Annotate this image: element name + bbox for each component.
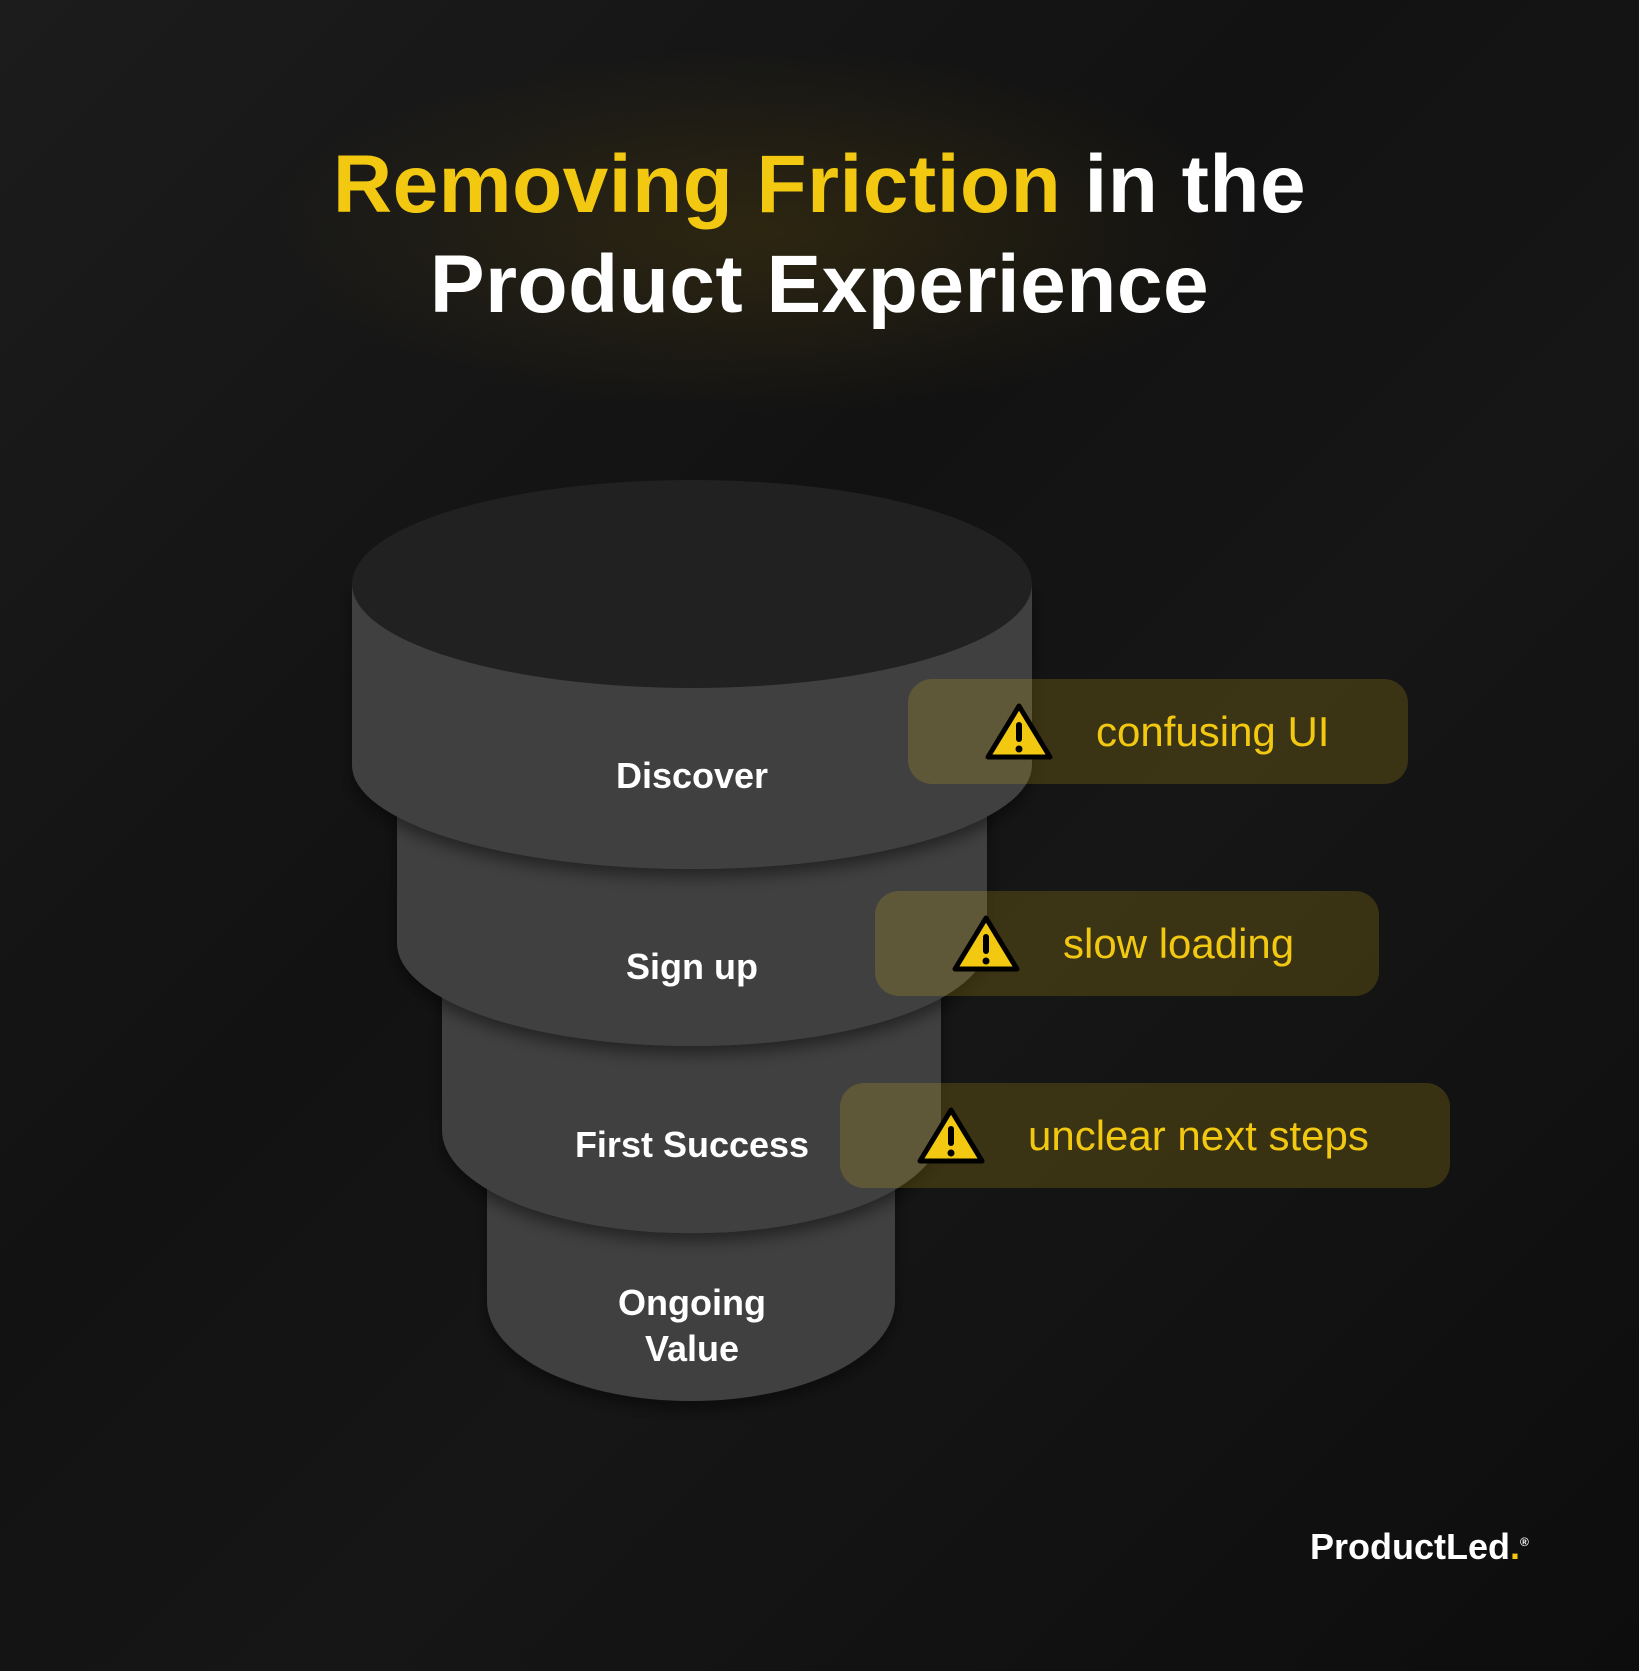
stage-label-value: Value xyxy=(644,1328,740,1369)
funnel-top-opening xyxy=(352,480,1032,688)
friction-text: confusing UI xyxy=(1096,707,1330,755)
logo-registered: ® xyxy=(1520,1535,1529,1549)
warning-icon xyxy=(952,915,1020,971)
stage-label-sign-up: Sign up xyxy=(626,946,758,987)
funnel-tier-sign-up xyxy=(397,800,987,1046)
title-rest: in the xyxy=(1061,139,1307,230)
warning-icon xyxy=(917,1107,985,1163)
stage-label-discover: Discover xyxy=(615,755,769,796)
funnel-tier-first-success xyxy=(442,980,941,1234)
friction-callout-slow-loading: slow loading xyxy=(875,891,1379,996)
friction-text: unclear next steps xyxy=(1028,1111,1369,1159)
stage-label-ongoing: Ongoing xyxy=(618,1282,766,1323)
title-line-1: Removing Friction in the xyxy=(0,135,1639,235)
title-highlight: Removing Friction xyxy=(332,139,1062,230)
title-line-2: Product Experience xyxy=(429,239,1210,330)
logo-text: ProductLed xyxy=(1310,1526,1511,1567)
friction-callout-confusing-ui: confusing UI xyxy=(908,679,1408,784)
warning-icon xyxy=(985,703,1053,759)
productled-logo: ProductLed.® xyxy=(1310,1526,1529,1568)
friction-text: slow loading xyxy=(1063,919,1295,967)
logo-dot: . xyxy=(1510,1526,1521,1567)
stage-label-first-success: First Success xyxy=(574,1124,810,1165)
friction-callout-unclear-next-steps: unclear next steps xyxy=(840,1083,1450,1188)
